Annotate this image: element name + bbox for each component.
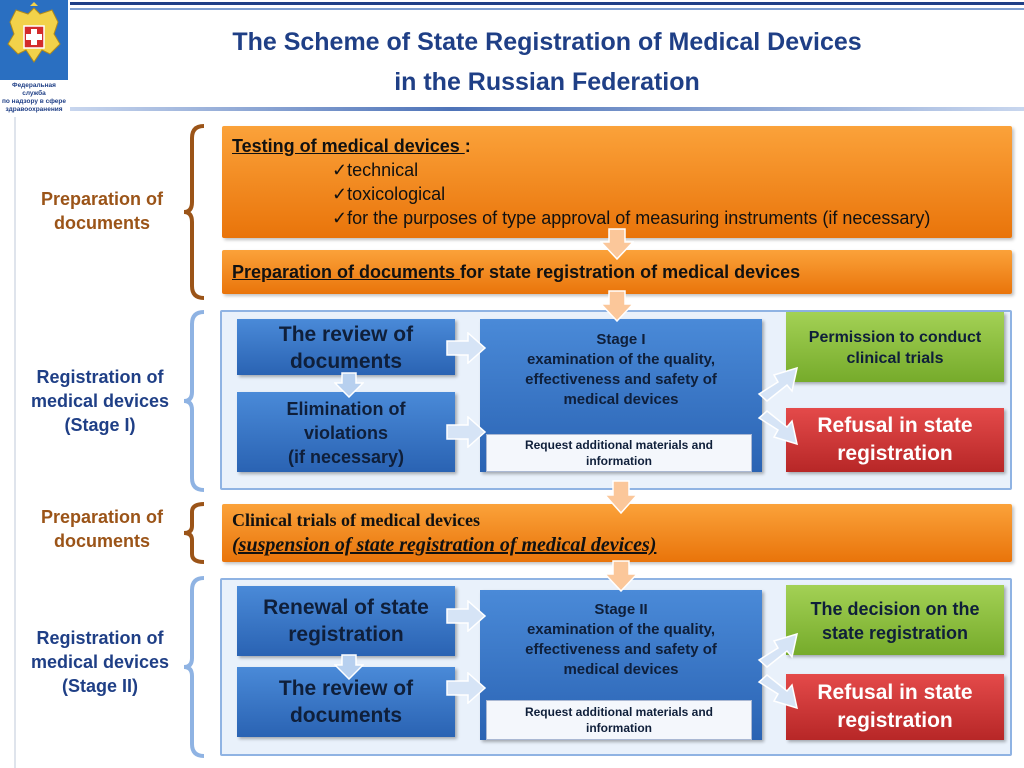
box-line: Renewal of state: [263, 596, 429, 619]
label-line: (Stage II): [61, 676, 138, 696]
testing-bar: [222, 126, 1012, 238]
stage2-refusal-box: Refusal in state registration: [786, 674, 1004, 740]
box-line: Refusal in state: [817, 681, 973, 704]
emblem-caption-line: по надзору в сфере: [1, 98, 66, 105]
box-line: Request additional materials and: [524, 705, 714, 719]
brace-brown-2: [183, 502, 205, 564]
header-top-line-thin: [70, 8, 1024, 10]
emblem-logo: [0, 0, 68, 80]
stage1-elimination-box: Elimination of violations (if necessary): [237, 392, 455, 472]
box-line: clinical trials: [846, 350, 944, 367]
box-line: medical devices: [563, 661, 679, 678]
stage2-review-box: The review of documents: [237, 667, 455, 737]
clinical-trials-bar: [222, 504, 1012, 562]
arrow-right-icon: [446, 600, 486, 632]
box-line: examination of the quality,: [526, 351, 716, 368]
arrow-right-icon: [446, 672, 486, 704]
arrow-down-icon: [604, 480, 638, 514]
label-preparation-2: Preparation of documents: [40, 507, 164, 551]
arrow-down-small-icon: [334, 372, 364, 398]
label-registration-stage2: Registration of medical devices (Stage I…: [18, 626, 182, 698]
box-line: state registration: [821, 623, 969, 643]
box-line: Stage I: [596, 331, 646, 348]
header-top-line: [70, 2, 1024, 5]
box-line: information: [586, 454, 652, 468]
brace-blue-2: [183, 576, 205, 758]
testing-item: ✓technical: [332, 160, 418, 181]
box-line: The review of: [278, 677, 414, 700]
brace-brown-1: [183, 124, 205, 300]
label-line: (Stage I): [64, 415, 136, 435]
label-line: Registration of: [36, 628, 164, 648]
stage1-request-box: Request additional materials and informa…: [486, 434, 752, 472]
box-line: (if necessary): [287, 447, 405, 467]
prep-docs-underlined: Preparation of documents: [232, 262, 461, 282]
clinical-trials-line1: Clinical trials of medical devices: [232, 510, 480, 530]
label-preparation-1: Preparation of documents: [40, 189, 164, 233]
testing-item: ✓toxicological: [332, 184, 445, 205]
box-line: registration: [837, 442, 953, 465]
check-icon: ✓: [332, 160, 348, 180]
arrow-up-right-icon: [757, 366, 799, 402]
box-line: documents: [289, 704, 402, 727]
arrow-down-icon: [604, 560, 638, 592]
arrow-down-icon: [600, 290, 634, 322]
stage1-review-box: The review of documents: [237, 319, 455, 375]
label-line: Registration of: [36, 367, 164, 387]
page-title-line1: The Scheme of State Registration of Medi…: [232, 28, 862, 56]
stage2-decision-box: The decision on the state registration: [786, 585, 1004, 655]
box-line: Request additional materials and: [524, 438, 714, 452]
testing-item: ✓for the purposes of type approval of me…: [332, 208, 930, 229]
box-line: medical devices: [563, 391, 679, 408]
stage2-request-box: Request additional materials and informa…: [486, 700, 752, 740]
prep-docs-text: Preparation of documents for state regis…: [232, 262, 800, 283]
testing-item-text: for the purposes of type approval of mea…: [347, 208, 931, 228]
box-line: Stage II: [594, 601, 648, 618]
box-line: The decision on the: [810, 599, 980, 619]
arrow-down-right-icon: [757, 410, 799, 446]
testing-item-text: toxicological: [347, 184, 446, 204]
emblem-caption-line: здравоохранения: [5, 106, 63, 113]
box-line: information: [586, 721, 652, 735]
label-line: medical devices: [30, 391, 170, 411]
box-line: examination of the quality,: [526, 621, 716, 638]
arrow-down-icon: [600, 228, 634, 260]
arrow-down-right-icon: [757, 674, 799, 710]
clinical-trials-line2: (suspension of state registration of med…: [232, 534, 657, 556]
testing-heading-text: Testing of medical devices: [232, 136, 465, 156]
check-icon: ✓: [332, 184, 348, 204]
brace-blue-1: [183, 310, 205, 492]
arrow-right-icon: [446, 416, 486, 448]
box-line: Elimination of: [286, 399, 406, 419]
box-line: Refusal in state: [817, 414, 973, 437]
testing-item-text: technical: [347, 160, 419, 180]
box-line: violations: [303, 423, 388, 443]
stage2-renewal-box: Renewal of state registration: [237, 586, 455, 656]
box-line: registration: [288, 623, 404, 646]
emblem-caption: Федеральная служба по надзору в сфере зд…: [0, 82, 68, 114]
box-line: registration: [837, 709, 953, 732]
emblem-caption-line: Федеральная служба: [12, 82, 56, 97]
testing-colon: :: [464, 136, 471, 156]
arrow-up-right-icon: [757, 632, 799, 668]
label-registration-stage1: Registration of medical devices (Stage I…: [18, 365, 182, 437]
arrow-down-small-icon: [334, 654, 364, 680]
prep-docs-rest: for state registration of medical device…: [460, 262, 801, 282]
header-bottom-line: [70, 107, 1024, 111]
box-line: Permission to conduct: [808, 329, 982, 346]
page-title-line2: in the Russian Federation: [394, 68, 700, 96]
box-line: effectiveness and safety of: [525, 641, 717, 658]
box-line: effectiveness and safety of: [525, 371, 717, 388]
stage1-refusal-box: Refusal in state registration: [786, 408, 1004, 472]
testing-heading: Testing of medical devices :: [232, 136, 471, 157]
label-line: medical devices: [30, 652, 170, 672]
check-icon: ✓: [332, 208, 348, 228]
arrow-right-icon: [446, 332, 486, 364]
left-divider: [14, 117, 16, 768]
stage1-permission-box: Permission to conduct clinical trials: [786, 312, 1004, 382]
